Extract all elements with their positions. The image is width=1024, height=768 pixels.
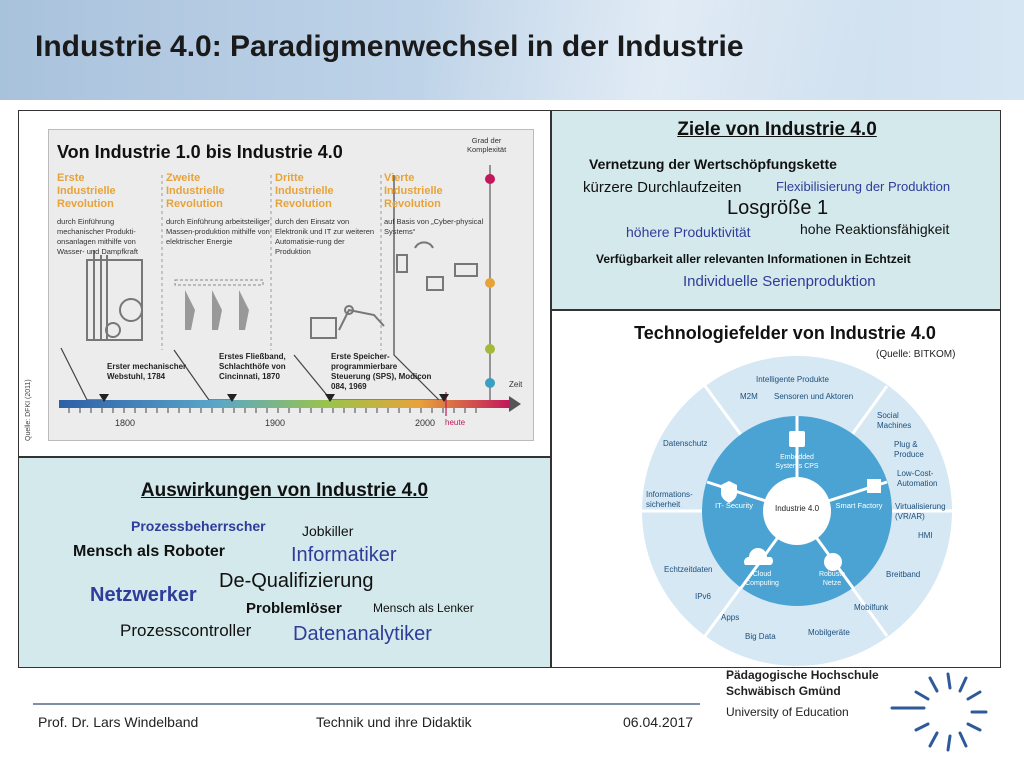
goal-serial-production: Individuelle Serienproduktion	[683, 273, 876, 290]
footer-course: Technik und ihre Didaktik	[316, 714, 472, 730]
effect-human-as-robot: Mensch als Roboter	[73, 543, 226, 560]
tech-outer-mobile-devices: Mobilgeräte	[808, 628, 850, 637]
tech-outer-infosec: Informations- sicherheit	[646, 490, 693, 509]
today-label: heute	[445, 418, 466, 427]
tech-outer-realtime-data: Echtzeitdaten	[664, 565, 713, 574]
revolution-3-heading: Dritte Industrielle Revolution	[275, 172, 334, 210]
tech-outer-privacy: Datenschutz	[663, 439, 708, 448]
tech-center-label: Industrie 4.0	[774, 504, 820, 513]
milestone-2: Erstes Fließband, Schlachthöfe von Cinci…	[219, 352, 286, 381]
effects-panel: Auswirkungen von Industrie 4.0 Prozessbe…	[18, 457, 551, 668]
goal-throughput: kürzere Durchlaufzeiten	[583, 179, 742, 196]
goal-responsiveness: hohe Reaktionsfähigkeit	[800, 221, 950, 237]
tech-outer-social-machines: Social Machines	[877, 411, 912, 430]
complexity-label: Grad der Komplexität	[467, 136, 507, 154]
tech-circle-diagram	[642, 356, 952, 666]
timeline-title: Von Industrie 1.0 bis Industrie 4.0	[57, 142, 343, 162]
year-1900: 1900	[265, 418, 286, 428]
effect-job-killer: Jobkiller	[302, 523, 354, 539]
timeline-figure: Von Industrie 1.0 bis Industrie 4.0 Grad…	[48, 129, 534, 441]
tech-outer-mobile-radio: Mobilfunk	[854, 603, 889, 612]
tech-inner-robust-networks: Robuste Netze	[818, 571, 846, 587]
revolution-2-heading: Zweite Industrielle Revolution	[166, 172, 225, 210]
effect-process-controller: Prozesscontroller	[120, 621, 252, 640]
effect-process-master: Prozessbeherrscher	[131, 518, 266, 534]
tech-outer-sensors: Sensoren und Aktoren	[774, 392, 854, 401]
effect-problem-solver: Problemlöser	[246, 600, 342, 617]
tech-outer-low-cost-automation: Low-Cost- Automation	[897, 469, 938, 488]
logo-line-3: University of Education	[726, 705, 849, 719]
revolution-3-desc: durch den Einsatz von Elektronik und IT …	[275, 217, 375, 256]
tech-outer-plug-produce: Plug & Produce	[894, 440, 924, 459]
tech-outer-ipv6: IPv6	[695, 592, 712, 601]
cps-illustration	[396, 241, 478, 291]
effect-deskilling: De-Qualifizierung	[219, 570, 374, 592]
revolution-1-desc: durch Einführung mechanischer Produkti-o…	[57, 217, 138, 256]
year-2000: 2000	[415, 418, 436, 428]
effect-networker: Netzwerker	[90, 584, 197, 606]
goal-lot-size: Losgröße 1	[727, 197, 829, 219]
assembly-line-illustration	[174, 279, 264, 330]
footer-date: 06.04.2017	[623, 714, 694, 730]
tech-outer-hmi: HMI	[918, 531, 933, 540]
header-band	[0, 0, 1024, 100]
goals-panel: Ziele von Industrie 4.0 Vernetzung der W…	[551, 110, 1001, 310]
axis-label: Zeit	[509, 380, 523, 389]
goal-productivity: höhere Produktivität	[626, 224, 751, 240]
milestone-1: Erster mechanischer Webstuhl, 1784	[107, 362, 187, 381]
effect-computer-scientist: Informatiker	[291, 544, 397, 566]
tech-inner-cloud: Cloud Computing	[745, 571, 779, 587]
timeline-source: Quelle: DFKI (2011)	[25, 379, 32, 441]
effect-human-as-controller: Mensch als Lenker	[373, 601, 474, 615]
revolution-2-desc: durch Einführung arbeitsteiliger Massen-…	[166, 217, 270, 246]
loom-illustration	[86, 250, 143, 341]
revolution-4-desc: auf Basis von „Cyber-physical Systems“	[384, 217, 484, 236]
slide-title: Industrie 4.0: Paradigmenwechsel in der …	[35, 30, 744, 63]
timeline-panel: Von Industrie 1.0 bis Industrie 4.0 Grad…	[18, 110, 551, 457]
effects-title: Auswirkungen von Industrie 4.0	[140, 480, 429, 501]
tech-inner-embedded: Embedded Systems CPS	[775, 454, 819, 470]
milestone-3: Erste Speicher-programmierbare Steuerung…	[331, 352, 432, 391]
goal-flexibility: Flexibilisierung der Produktion	[776, 179, 951, 194]
tech-panel: Technologiefelder von Industrie 4.0 (Que…	[551, 310, 1001, 668]
tech-outer-big-data: Big Data	[745, 632, 776, 641]
tech-outer-virtualization: Virtualisierung (VR/AR)	[895, 502, 946, 521]
tech-outer-smart-products: Intelligente Produkte	[756, 375, 829, 384]
tech-outer-broadband: Breitband	[886, 570, 921, 579]
revolution-4-heading: Vierte Industrielle Revolution	[384, 172, 443, 210]
tech-source: (Quelle: BITKOM)	[876, 349, 956, 360]
footer-divider	[33, 703, 700, 705]
footer-author: Prof. Dr. Lars Windelband	[38, 714, 199, 730]
logo-line-1: Pädagogische Hochschule	[726, 668, 879, 682]
revolution-1-heading: Erste Industrielle Revolution	[57, 172, 116, 210]
effect-data-analyst: Datenanalytiker	[293, 623, 432, 645]
tech-outer-apps: Apps	[721, 613, 740, 622]
logo-line-2: Schwäbisch Gmünd	[726, 684, 841, 698]
tech-outer-m2m: M2M	[740, 392, 758, 401]
goals-title: Ziele von Industrie 4.0	[677, 119, 877, 140]
year-1800: 1800	[115, 418, 136, 428]
goal-networking: Vernetzung der Wertschöpfungskette	[589, 156, 837, 172]
tech-inner-it-security: IT- Security	[715, 501, 753, 510]
timeline-graphics	[59, 165, 521, 416]
tech-inner-smart-factory: Smart Factory	[835, 501, 883, 510]
tech-title: Technologiefelder von Industrie 4.0	[634, 323, 936, 343]
goal-realtime-info: Verfügbarkeit aller relevanten Informati…	[596, 252, 911, 266]
robot-illustration	[310, 305, 385, 339]
university-logo-icon	[890, 672, 988, 752]
